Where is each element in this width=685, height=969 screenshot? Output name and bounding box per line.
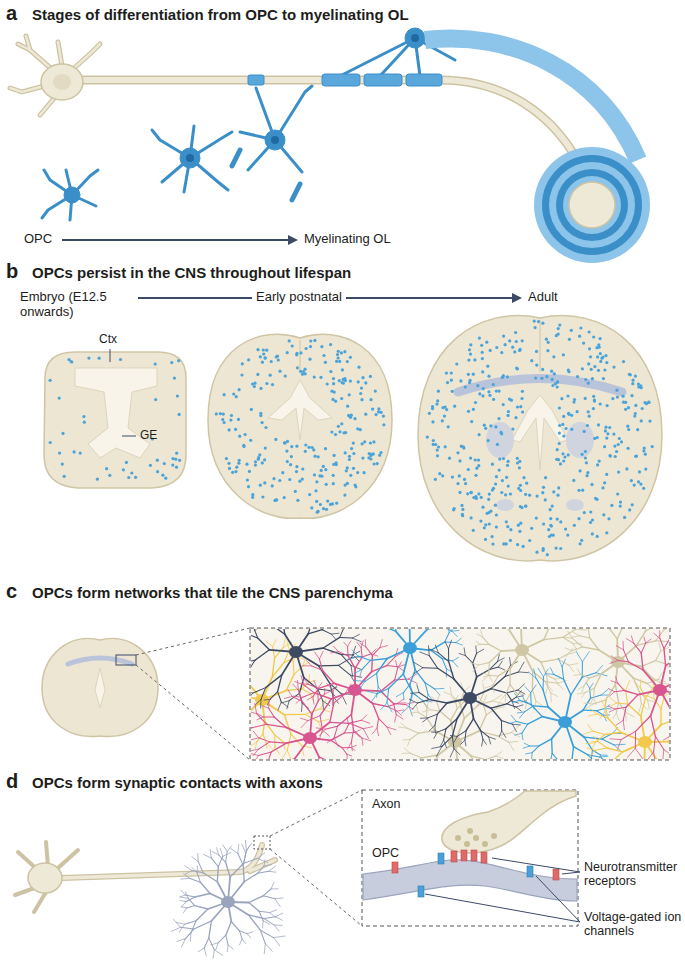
progression-arrow <box>62 239 296 241</box>
region-label: GE <box>140 429 157 443</box>
panel-heading: OPCs persist in the CNS throughout lifes… <box>32 264 351 281</box>
opc-network <box>251 629 669 759</box>
leader-line <box>122 436 136 437</box>
zoom-line <box>136 628 250 655</box>
zoom-line <box>270 849 362 926</box>
panel-heading: OPCs form synaptic contacts with axons <box>32 774 323 791</box>
structure-label: Axon <box>372 797 401 811</box>
panel-letter: b <box>6 260 18 283</box>
opc-dots <box>49 320 654 557</box>
callout-label: Voltage-gated ion channels <box>584 910 682 939</box>
zoom-box <box>250 628 670 760</box>
neuron-a <box>10 36 585 175</box>
brain-sections <box>44 316 662 561</box>
oligodendrocyte-cells <box>42 38 455 220</box>
panel-letter: c <box>6 580 17 603</box>
callout-label: Neurotransmitter receptors <box>584 860 682 889</box>
stage-label: Myelinating OL <box>304 232 391 247</box>
panel-heading: OPCs form networks that tile the CNS par… <box>32 584 393 601</box>
mini-brain <box>42 638 158 736</box>
age-label: Embryo (E12.5 onwards) <box>20 290 132 320</box>
leader-line <box>110 349 111 362</box>
opc-cell <box>171 840 285 958</box>
structure-label: OPC <box>372 846 399 860</box>
myelin-spiral <box>534 147 650 263</box>
panel-letter: d <box>6 770 18 793</box>
zoom-box-small <box>254 836 270 849</box>
zoom-line <box>270 790 362 836</box>
stage-label: OPC <box>24 232 52 247</box>
panel-letter: a <box>6 2 17 25</box>
leader-lines <box>425 858 580 922</box>
myelin-sheet <box>425 39 638 161</box>
zoom-line <box>136 665 250 760</box>
region-label: Ctx <box>99 333 117 347</box>
age-label: Adult <box>528 290 558 305</box>
inset-box <box>362 790 578 926</box>
neuron-d <box>15 842 275 912</box>
synapse-inset <box>363 791 577 901</box>
age-label: Early postnatal <box>252 290 346 305</box>
panel-heading: Stages of differentiation from OPC to my… <box>32 6 409 23</box>
myelin <box>64 28 442 203</box>
